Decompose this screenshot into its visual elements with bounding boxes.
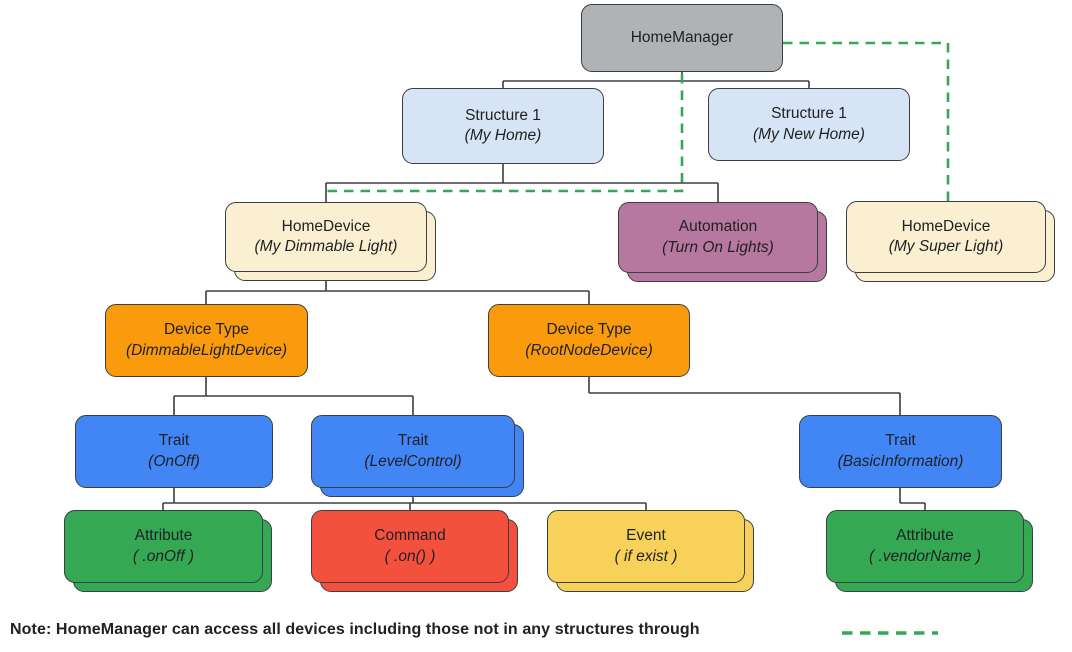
node-subtitle: (My Dimmable Light) <box>254 238 398 255</box>
node-subtitle: ( .on() ) <box>384 547 436 565</box>
node-subtitle: (My New Home) <box>753 125 865 143</box>
node-homedevice-dimmable-light: HomeDevice (My Dimmable Light) <box>225 202 436 281</box>
node-home-manager: HomeManager <box>581 4 783 72</box>
node-trait-onoff: Trait (OnOff) <box>75 415 273 488</box>
node-devicetype-rootnodedevice: Device Type (RootNodeDevice) <box>488 304 690 377</box>
node-attribute-vendorname: Attribute ( .vendorName ) <box>826 510 1033 592</box>
node-subtitle: (RootNodeDevice) <box>525 341 653 359</box>
node-title: HomeManager <box>630 28 734 46</box>
node-structure-my-new-home: Structure 1 (My New Home) <box>708 88 910 161</box>
node-subtitle: (OnOff) <box>148 452 200 470</box>
node-title: HomeDevice <box>281 217 371 235</box>
node-automation-turn-on-lights: Automation (Turn On Lights) <box>618 202 827 282</box>
node-title: Event <box>626 527 666 545</box>
node-title: Attribute <box>134 527 193 545</box>
node-title: Automation <box>678 218 758 236</box>
node-subtitle: (LevelControl) <box>364 452 462 470</box>
node-attribute-onoff: Attribute ( .onOff ) <box>64 510 272 592</box>
node-subtitle: (BasicInformation) <box>837 452 964 470</box>
node-title: Trait <box>158 432 190 450</box>
node-subtitle: (Turn On Lights) <box>662 238 774 256</box>
node-title: Command <box>374 527 446 545</box>
dashed-access-lines <box>326 41 950 201</box>
node-title: Trait <box>885 432 916 450</box>
node-subtitle: ( .vendorName ) <box>869 547 981 565</box>
node-title: Attribute <box>896 527 954 545</box>
node-title: HomeDevice <box>901 217 991 235</box>
node-devicetype-dimmablelightdevice: Device Type (DimmableLightDevice) <box>105 304 308 377</box>
node-subtitle: ( if exist ) <box>614 547 678 565</box>
node-title: Structure 1 <box>465 106 541 124</box>
node-title: Device Type <box>546 321 632 339</box>
node-title: Structure 1 <box>771 105 847 123</box>
node-subtitle: (DimmableLightDevice) <box>125 341 288 359</box>
node-subtitle: ( .onOff ) <box>132 547 195 565</box>
node-event-if-exist: Event ( if exist ) <box>547 510 754 592</box>
node-title: Device Type <box>163 321 249 339</box>
node-homedevice-super-light: HomeDevice (My Super Light) <box>846 201 1055 282</box>
node-subtitle: (My Super Light) <box>888 238 1004 255</box>
node-subtitle: (My Home) <box>464 127 542 144</box>
node-title: Trait <box>397 432 429 450</box>
node-trait-levelcontrol: Trait (LevelControl) <box>311 415 524 497</box>
node-command-on: Command ( .on() ) <box>311 510 518 592</box>
node-structure-my-home: Structure 1 (My Home) <box>402 88 604 164</box>
footnote-text: Note: HomeManager can access all devices… <box>10 621 700 638</box>
node-trait-basicinformation: Trait (BasicInformation) <box>799 415 1002 488</box>
dashed-line-sample <box>842 631 938 635</box>
